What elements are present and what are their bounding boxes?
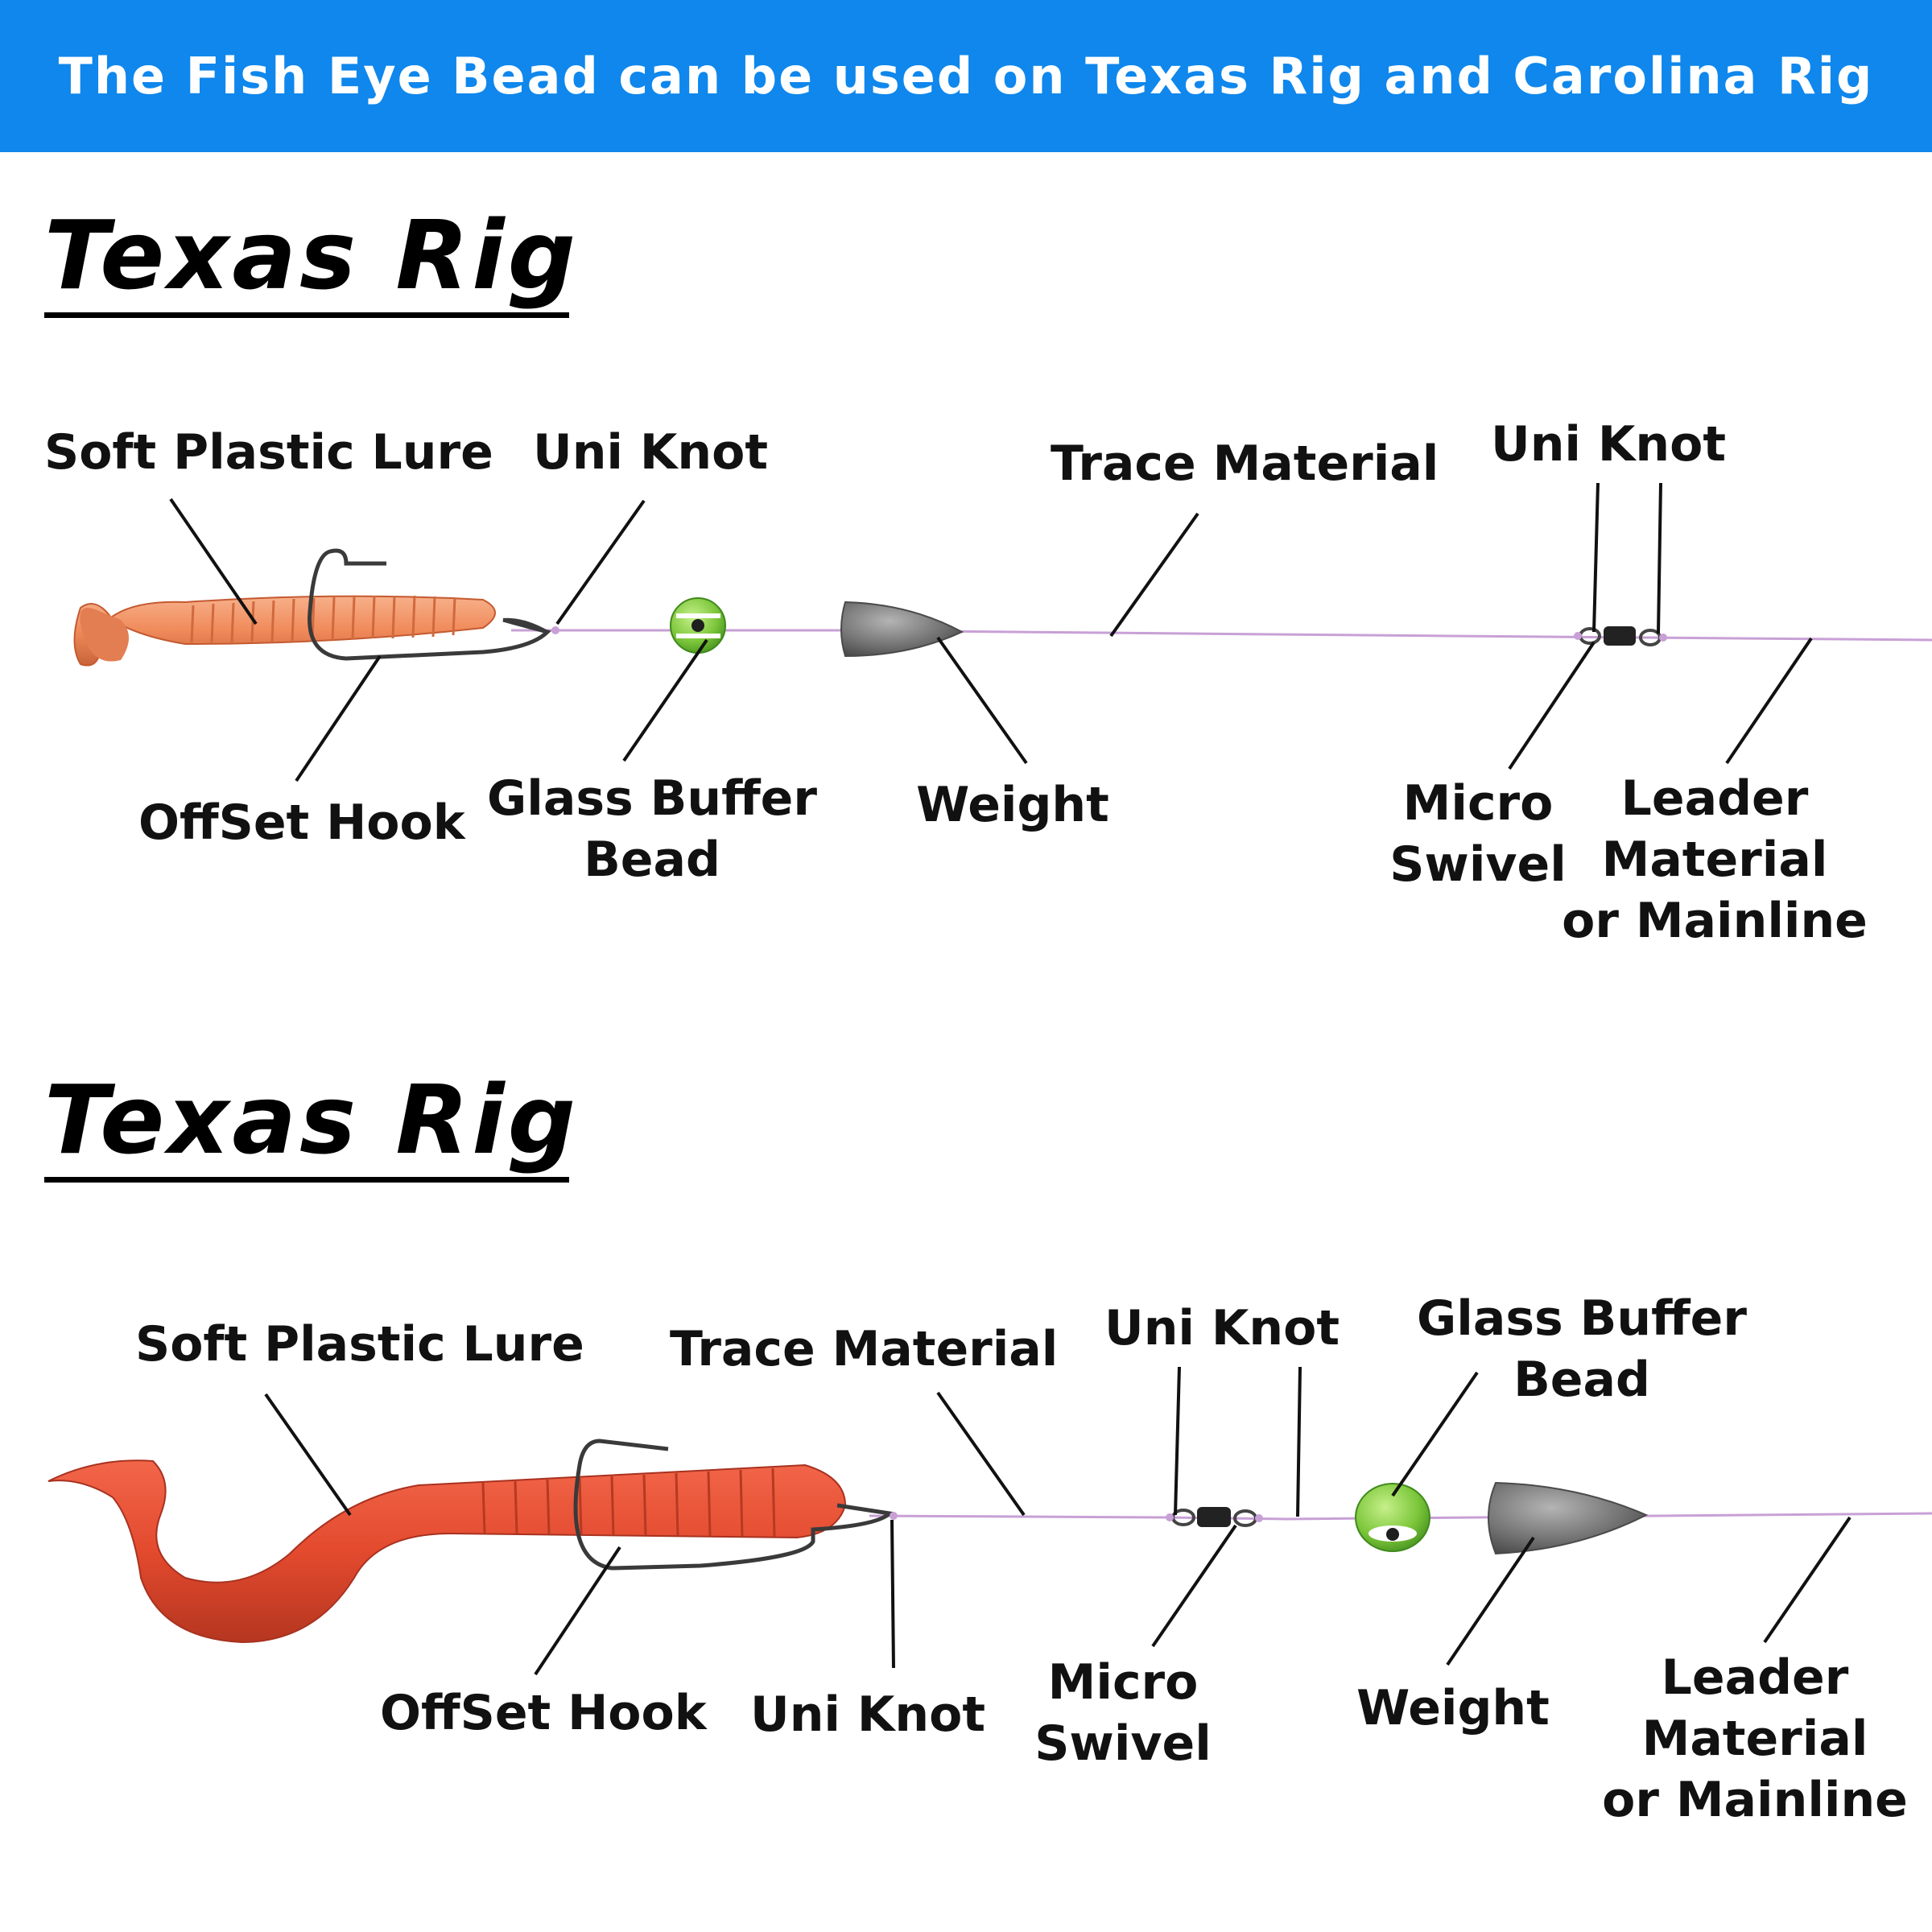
rig2-micro-swivel <box>1166 1507 1263 1527</box>
rig1-uni-knot-1 <box>551 626 559 634</box>
rig1-callout-uni-knot-2b <box>1657 482 1662 634</box>
rig1-illustration <box>73 548 1932 667</box>
rig2-callout-trace <box>936 1391 1026 1517</box>
rig2-callout-lines <box>264 1366 1852 1676</box>
rig1-callout-uni-knot-1 <box>555 499 646 625</box>
rig1-callout-leader <box>1725 637 1813 765</box>
rig2-glass-buffer-bead <box>1355 1483 1430 1552</box>
rig1-label-leader-line1: Leader <box>1621 770 1809 827</box>
rig2-label-leader-line3: or Mainline <box>1602 1772 1908 1828</box>
rig1-label-glass-buffer-line1: Glass Buffer <box>487 770 817 827</box>
rig1-callout-lines <box>169 482 1813 782</box>
rig1-label-leader-line3: or Mainline <box>1562 893 1868 949</box>
rig1-label-soft-plastic-lure: Soft Plastic Lure <box>44 424 493 481</box>
rig2-callout-lure <box>264 1393 352 1517</box>
rig2-label-uni-knot-bottom: Uni Knot <box>750 1686 985 1743</box>
rig2-label-leader-line1: Leader <box>1662 1649 1849 1706</box>
rig1-micro-swivel <box>1574 626 1667 646</box>
rig2-label-glass-buffer-line2: Bead <box>1513 1352 1650 1408</box>
rig2-callout-bead <box>1391 1371 1479 1497</box>
rig2-label-soft-plastic-lure: Soft Plastic Lure <box>135 1316 584 1373</box>
rig1-label-micro-line1: Micro <box>1403 775 1554 832</box>
banner-title: The Fish Eye Bead can be used on Texas R… <box>58 47 1874 105</box>
rig2-label-leader-line2: Material <box>1642 1711 1868 1767</box>
rig1-title: Texas Rig <box>44 208 576 318</box>
rig2-callout-uni-knot-top-a <box>1174 1366 1181 1516</box>
rig2-label-glass-buffer-line1: Glass Buffer <box>1417 1290 1747 1347</box>
rig1-label-glass-buffer-line2: Bead <box>584 832 720 888</box>
rig1-label-weight: Weight <box>916 777 1109 833</box>
rig2-soft-plastic-lure <box>47 1459 847 1644</box>
rig1-callout-trace <box>1109 512 1199 638</box>
rig1-label-uni-knot-1: Uni Knot <box>533 424 768 481</box>
rig1-offset-hook <box>308 548 551 661</box>
rig2-label-trace-material: Trace Material <box>670 1321 1058 1377</box>
rig2-callout-weight <box>1446 1536 1535 1666</box>
header-banner: The Fish Eye Bead can be used on Texas R… <box>0 0 1932 152</box>
rig2-label-offset-hook: OffSet Hook <box>380 1685 708 1741</box>
rig1-callout-lure <box>169 497 258 625</box>
rig1-callout-weight <box>936 636 1028 765</box>
rig1-callout-uni-knot-2a <box>1592 482 1600 633</box>
rig2-illustration <box>47 1439 1932 1644</box>
rig2-callout-uni-knot-bottom <box>890 1519 895 1669</box>
rig1-glass-buffer-bead <box>670 597 726 654</box>
rig2-title: Texas Rig <box>44 1072 576 1183</box>
rig2-label-micro-line1: Micro <box>1048 1654 1199 1711</box>
rig2-label-micro-line2: Swivel <box>1034 1715 1212 1772</box>
rig1-label-uni-knot-2: Uni Knot <box>1491 416 1726 473</box>
rig2-label-weight: Weight <box>1356 1680 1550 1736</box>
rig1-label-leader-line2: Material <box>1602 832 1828 888</box>
rig2-callout-swivel <box>1151 1524 1237 1648</box>
rig2-callout-hook <box>534 1546 621 1676</box>
rig2-label-uni-knot-top: Uni Knot <box>1104 1300 1340 1356</box>
rig1-label-micro-line2: Swivel <box>1389 836 1567 893</box>
rig1-soft-plastic-lure <box>73 595 496 667</box>
rig1-callout-swivel <box>1508 641 1596 770</box>
rig1-label-offset-hook: OffSet Hook <box>138 795 467 851</box>
rig2-callout-leader <box>1763 1516 1852 1644</box>
rig1-weight <box>840 601 964 658</box>
rig2-callout-uni-knot-top-b <box>1296 1366 1302 1517</box>
rig1-callout-hook <box>295 654 382 782</box>
rig1-label-trace-material: Trace Material <box>1051 436 1439 492</box>
rig2-offset-hook <box>573 1439 894 1571</box>
rig1-callout-bead <box>622 638 708 762</box>
rig2-weight <box>1488 1481 1649 1555</box>
rig2-uni-knot-bottom <box>890 1512 898 1520</box>
